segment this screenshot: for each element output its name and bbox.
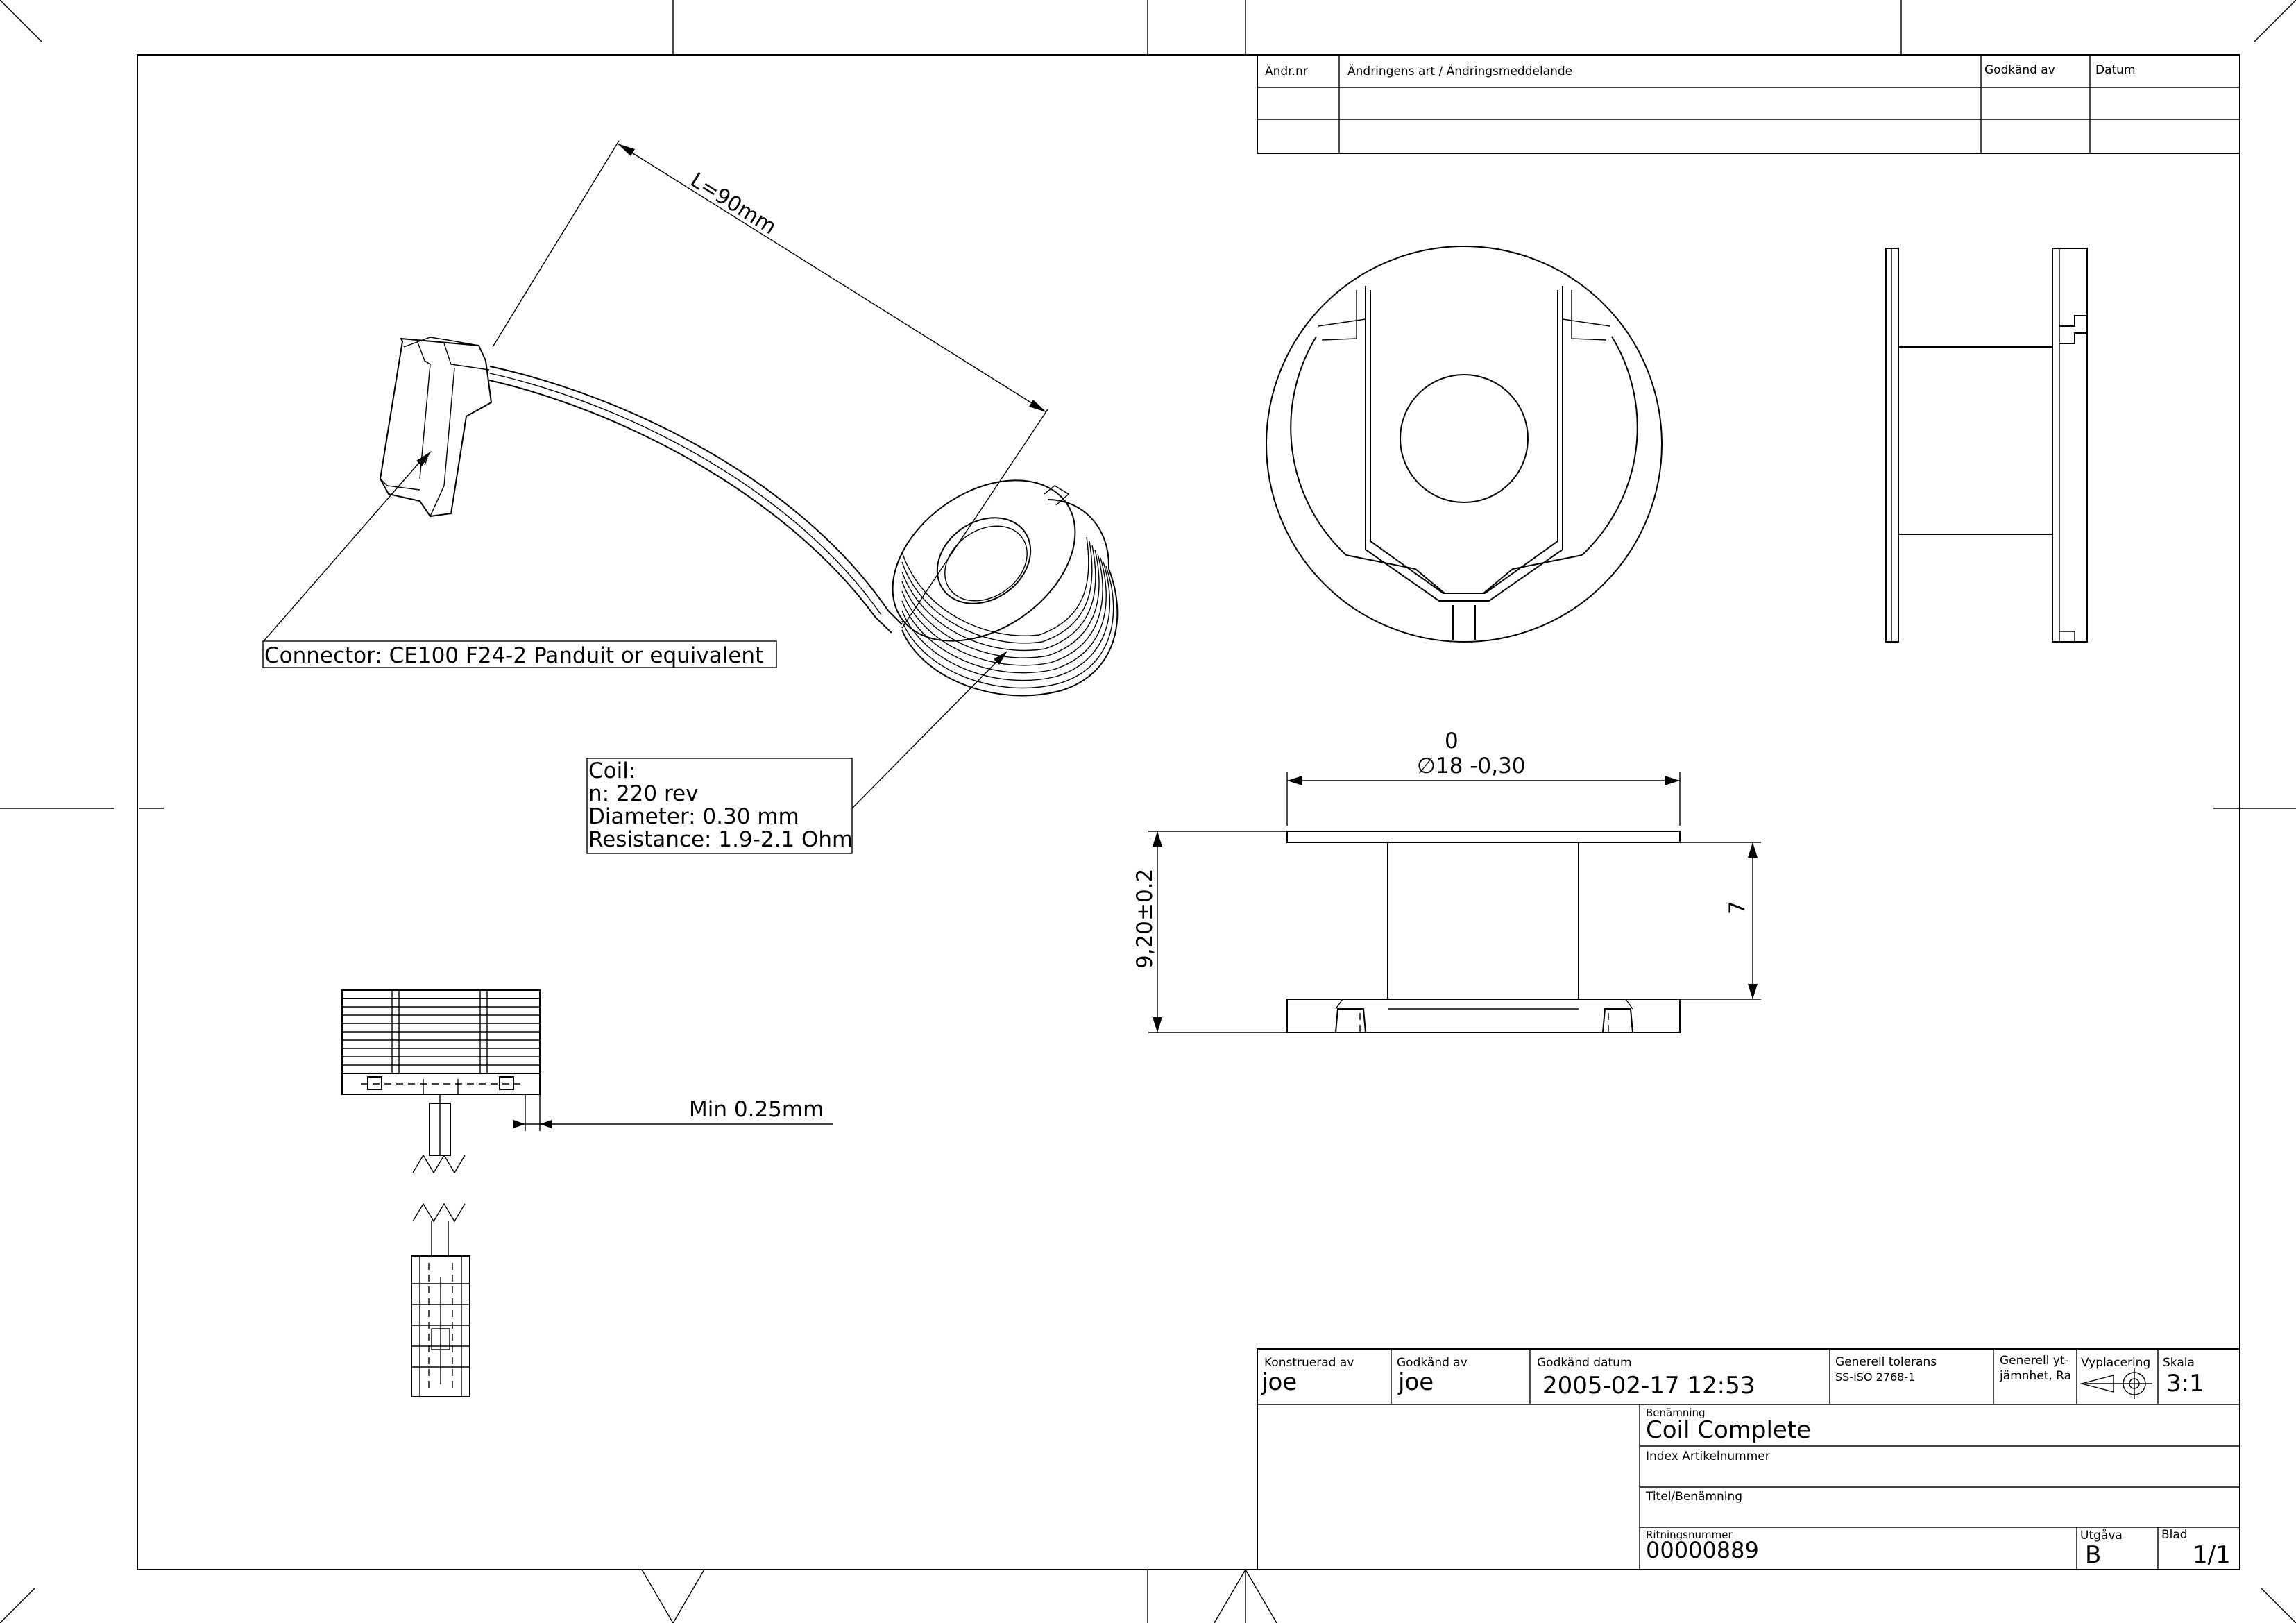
general-tolerance-label: Generell tolerans [1835, 1355, 1937, 1369]
drawing-number-label: Ritningsnummer [1646, 1529, 1733, 1541]
bobbin-section-view: 0 ∅18 -0,30 9,20±0.2 7 [1132, 729, 1761, 1033]
approved-date-value: 2005-02-17 12:53 [1542, 1372, 1755, 1400]
coil-front-view [411, 1203, 470, 1397]
revision-col-approved-by: Godkänd av [1984, 63, 2055, 77]
coil-heading: Coil: [588, 758, 636, 783]
coil-body [892, 479, 1119, 697]
scale-label: Skala [2163, 1356, 2195, 1370]
connector-note: Connector: CE100 F24-2 Panduit or equiva… [264, 643, 763, 668]
projection-label: Vyplacering [2081, 1356, 2150, 1370]
bobbin-side-profile [1885, 248, 2088, 643]
drawing-number: 00000889 [1646, 1537, 1759, 1563]
approved-by-value: joe [1397, 1368, 1434, 1396]
surface-roughness-label-2: jämnhet, Ra [1999, 1369, 2071, 1383]
general-tolerance-standard: SS-ISO 2768-1 [1835, 1370, 1915, 1384]
coil-turns: n: 220 rev [588, 781, 698, 806]
projection-symbol-icon [2080, 1368, 2152, 1399]
approved-date-label: Godkänd datum [1537, 1356, 1632, 1370]
total-height-dimension: 9,20±0.2 [1132, 869, 1157, 969]
cable-length-dimension: L=90mm [686, 168, 781, 239]
coil-side-view: Min 0.25mm [341, 989, 833, 1174]
title-block: Konstruerad av joe Godkänd av joe Godkän… [1257, 1348, 2240, 1570]
index-article-label: Index Artikelnummer [1646, 1450, 1770, 1463]
bobbin-top-view [1266, 246, 1663, 643]
revision-col-change-no: Ändr.nr [1265, 64, 1308, 78]
sheet-label: Blad [2161, 1528, 2188, 1542]
min-gap-dimension: Min 0.25mm [689, 1097, 824, 1122]
title-label: Titel/Benämning [1645, 1490, 1742, 1504]
revision-col-date: Datum [2095, 63, 2136, 77]
coil-resistance: Resistance: 1.9-2.1 Ohm [588, 827, 853, 852]
flange-diameter-dimension: ∅18 -0,30 [1417, 754, 1526, 779]
name-label: Benämning [1646, 1407, 1706, 1419]
flange-diameter-upper-tolerance: 0 [1445, 729, 1459, 754]
approved-by-label: Godkänd av [1397, 1356, 1468, 1370]
coil-diameter: Diameter: 0.30 mm [588, 804, 799, 829]
edition-value: B [2085, 1541, 2101, 1569]
core-height-dimension: 7 [1725, 901, 1750, 915]
isometric-view: L=90mm [262, 140, 1119, 854]
revision-table: Ändr.nr Ändringens art / Ändringsmeddela… [1257, 54, 2240, 154]
scale-value: 3:1 [2166, 1370, 2204, 1397]
edition-label: Utgåva [2080, 1528, 2123, 1543]
designed-by-label: Konstruerad av [1264, 1356, 1354, 1370]
revision-col-description: Ändringens art / Ändringsmeddelande [1347, 64, 1572, 78]
sheet-value: 1/1 [2193, 1541, 2231, 1569]
drawing-name: Coil Complete [1646, 1416, 1811, 1444]
surface-roughness-label-1: Generell yt- [2000, 1354, 2069, 1368]
designed-by-value: joe [1261, 1368, 1297, 1396]
